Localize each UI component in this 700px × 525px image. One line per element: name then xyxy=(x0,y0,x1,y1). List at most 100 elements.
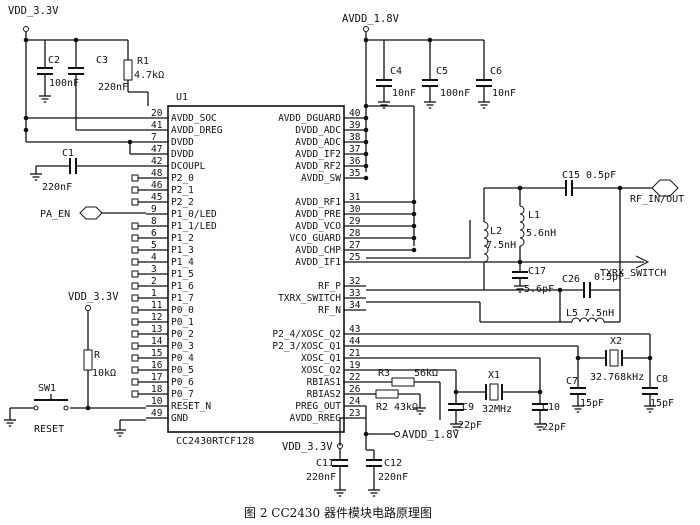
ic-pin-name: TXRX_SWITCH xyxy=(278,293,341,304)
ic-pin-name: P0_7 xyxy=(171,389,194,400)
ic-pin-name: XOSC_Q1 xyxy=(301,353,341,364)
junction-dot xyxy=(363,37,369,43)
junction-dot xyxy=(517,259,523,265)
ic-pin-number: 42 xyxy=(151,156,162,167)
ic-pin-name: P2_4/XOSC_Q2 xyxy=(272,329,341,340)
c4-ref: C4 xyxy=(390,66,402,77)
ic-pin-name: P2_0 xyxy=(171,173,194,184)
pin-stub xyxy=(131,378,139,386)
r-value: 10kΩ xyxy=(92,368,116,379)
ic-pin-name: P0_0 xyxy=(171,305,194,316)
ic-pin-number: 49 xyxy=(151,408,163,419)
resistor-r3 xyxy=(391,377,415,387)
junction-dot xyxy=(517,185,523,191)
ground-icon xyxy=(38,95,52,103)
ic-pin-number: 46 xyxy=(151,180,163,191)
ic-pin-number: 35 xyxy=(349,168,360,179)
l5-ref: L5 xyxy=(566,308,578,319)
c26-value: 0.5pF xyxy=(594,272,624,283)
pin-stub xyxy=(131,174,139,182)
ic-pin-number: 33 xyxy=(349,288,360,299)
ic-pin-number: 4 xyxy=(151,252,157,263)
ic-pin-number: 28 xyxy=(349,228,361,239)
inductor-l2 xyxy=(483,221,489,263)
txrx-switch-arrow-icon xyxy=(635,255,650,269)
ic-u1-body xyxy=(167,105,345,433)
ic-ref: U1 xyxy=(176,92,188,103)
ground-icon xyxy=(423,101,437,109)
ic-pin-number: 39 xyxy=(349,120,361,131)
resistor-r xyxy=(83,349,93,371)
ic-pin-name: P1_6 xyxy=(171,281,194,292)
ic-pin-name: DVDD xyxy=(171,137,194,148)
ic-pin-name: AVDD_PRE xyxy=(295,209,341,220)
junction-dot xyxy=(411,247,417,253)
ic-pin-name: AVDD_CHP xyxy=(295,245,341,256)
junction-dot xyxy=(647,355,653,361)
ic-pin-name: AVDD_IF2 xyxy=(295,149,341,160)
inductor-l1 xyxy=(519,205,525,247)
c9-ref: C9 xyxy=(462,402,474,413)
pin-stub xyxy=(131,318,139,326)
switch-sw1-contact xyxy=(63,405,69,411)
ic-pin-number: 11 xyxy=(151,300,163,311)
c6-value: 10nF xyxy=(492,88,516,99)
junction-dot xyxy=(85,405,91,411)
l1-ref: L1 xyxy=(528,210,540,221)
ground-icon xyxy=(377,101,391,109)
ic-pin-name: PREG_OUT xyxy=(295,401,341,412)
ic-pin-number: 43 xyxy=(349,324,360,335)
vdd-rail-top-label: VDD_3.3V xyxy=(8,5,59,17)
vdd-rail-bottom-label: VDD_3.3V xyxy=(282,441,333,453)
ic-pin-name: AVDD_VCO xyxy=(295,221,341,232)
c5-ref: C5 xyxy=(436,66,448,77)
ic-pin-number: 12 xyxy=(151,312,162,323)
ic-pin-number: 27 xyxy=(349,240,360,251)
junction-dot xyxy=(363,127,369,133)
ic-pin-name: AVDD_ADC xyxy=(295,137,341,148)
ic-pin-number: 20 xyxy=(151,108,163,119)
ic-pin-name: XOSC_Q2 xyxy=(301,365,341,376)
ic-pin-number: 37 xyxy=(349,144,360,155)
c1-value: 220nF xyxy=(42,182,72,193)
ic-pin-number: 29 xyxy=(349,216,361,227)
rf-in-out-net-label: RF_IN/OUT xyxy=(630,194,684,205)
rf-in-out-port-icon xyxy=(651,179,679,197)
ic-pin-number: 24 xyxy=(349,396,361,407)
ground-icon xyxy=(3,419,17,427)
vdd-terminal-reset xyxy=(85,305,91,311)
r3-ref: R3 xyxy=(378,368,390,379)
ic-pin-number: 7 xyxy=(151,132,157,143)
ic-pin-name: RF_N xyxy=(318,305,341,316)
ic-pin-number: 18 xyxy=(151,384,163,395)
pin-stub xyxy=(131,294,139,302)
ic-pin-number: 47 xyxy=(151,144,162,155)
l2-ref: L2 xyxy=(490,226,502,237)
ic-pin-name: P2_1 xyxy=(171,185,194,196)
c12-value: 220nF xyxy=(378,472,408,483)
pin-stub xyxy=(131,342,139,350)
l2-value: 7.5nH xyxy=(486,240,516,251)
c17-ref: C17 xyxy=(528,266,546,277)
c10-value: 22pF xyxy=(542,422,566,433)
pin-stub xyxy=(131,354,139,362)
ground-icon xyxy=(113,429,127,437)
ic-pin-name: P0_3 xyxy=(171,341,194,352)
ic-pin-name: P1_0/LED xyxy=(171,209,217,220)
ic-pin-name: DVDD xyxy=(171,149,194,160)
ic-pin-name: P0_1 xyxy=(171,317,194,328)
ic-pin-number: 41 xyxy=(151,120,163,131)
ic-pin-name: VCO_GUARD xyxy=(290,233,342,244)
pin-stub xyxy=(131,306,139,314)
junction-dot xyxy=(557,287,563,293)
crystal-x1 xyxy=(489,383,499,401)
ic-pin-number: 21 xyxy=(349,348,361,359)
ic-pin-name: AVDD_SW xyxy=(301,173,341,184)
ic-pin-name: P2_3/XOSC_Q1 xyxy=(272,341,341,352)
ic-pin-name: AVDD_RREG xyxy=(290,413,342,424)
pa-en-net-label: PA_EN xyxy=(40,209,70,220)
inductor-l5 xyxy=(571,317,605,323)
crystal-x2 xyxy=(609,349,619,367)
junction-dot xyxy=(23,127,29,133)
